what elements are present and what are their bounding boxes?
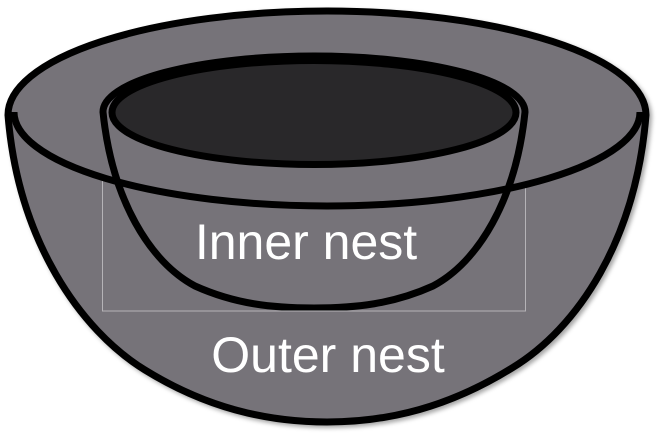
inner-bowl-opening [108, 57, 520, 168]
outer-nest-label: Outer nest [211, 327, 445, 383]
inner-nest-label: Inner nest [194, 214, 418, 270]
outer-bowl-front-rim-arc [10, 111, 644, 210]
inner-nest-textbox-outline [102, 180, 526, 312]
